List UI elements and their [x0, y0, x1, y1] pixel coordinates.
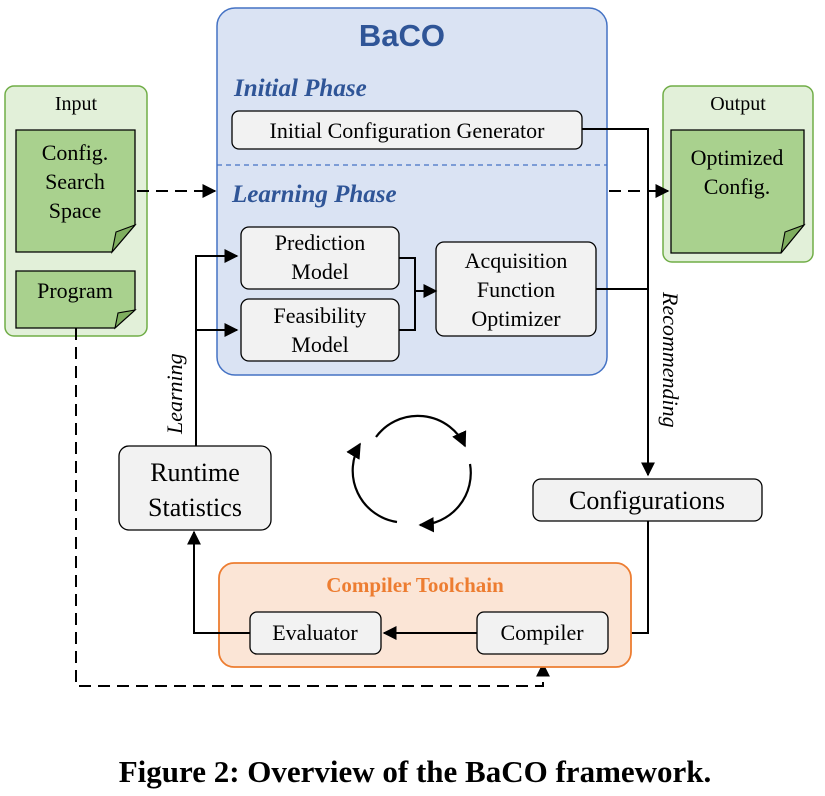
config-space-line3: Space [49, 198, 102, 223]
compiler-toolchain-title: Compiler Toolchain [326, 573, 504, 597]
runtime-statistics-line2: Statistics [148, 493, 242, 522]
acquisition-line2: Function [477, 277, 555, 302]
learning-label: Learning [162, 353, 187, 435]
feasibility-model-line2: Model [291, 332, 348, 357]
config-space-doc-fold [111, 223, 137, 254]
acquisition-line1: Acquisition [465, 248, 568, 273]
figure-caption: Figure 2: Overview of the BaCO framework… [119, 754, 712, 789]
prediction-model-line1: Prediction [275, 230, 365, 255]
baco-title: BaCO [359, 18, 445, 53]
optimized-config-doc-fold [780, 223, 806, 254]
recommending-arrow [582, 128, 648, 475]
program-label: Program [37, 278, 113, 303]
evaluator-label: Evaluator [272, 620, 358, 645]
optimized-config-line1: Optimized [691, 145, 784, 170]
evaluator-to-runtime-arrow [187, 530, 250, 634]
program-doc-fold [114, 309, 137, 330]
prediction-model-line2: Model [291, 259, 348, 284]
runtime-statistics-line1: Runtime [150, 458, 240, 487]
output-title: Output [710, 93, 766, 115]
config-space-line1: Config. [42, 140, 109, 165]
acquisition-line3: Optimizer [471, 306, 561, 331]
program-to-compiler-arrow [75, 328, 550, 687]
optimized-config-line2: Config. [704, 174, 771, 199]
config-space-line2: Search [45, 169, 105, 194]
learning-phase-label: Learning Phase [231, 181, 397, 208]
learning-arrow-to-prediction [195, 249, 239, 446]
recommending-label: Recommending [658, 291, 683, 428]
initial-config-generator-label: Initial Configuration Generator [270, 118, 546, 143]
feasibility-model-line1: Feasibility [274, 303, 367, 328]
compiler-label: Compiler [500, 620, 584, 645]
input-title: Input [55, 93, 98, 115]
cycle-icon [346, 414, 472, 533]
models-to-optimizer-connector [399, 257, 436, 331]
initial-phase-label: Initial Phase [233, 75, 367, 102]
configurations-label: Configurations [569, 486, 725, 515]
